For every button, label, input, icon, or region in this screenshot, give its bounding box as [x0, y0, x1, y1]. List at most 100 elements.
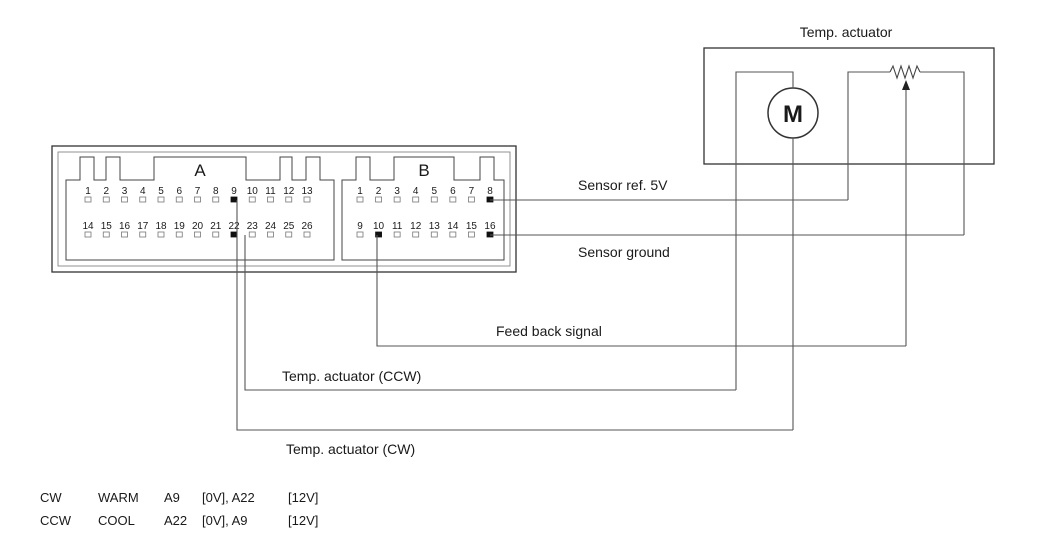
label-sensor-ground: Sensor ground	[578, 244, 670, 260]
pin-terminal	[175, 231, 183, 238]
pin-terminal	[449, 196, 457, 203]
legend-direction: CCW	[40, 513, 72, 528]
pin-terminal	[468, 196, 475, 203]
pin-terminal	[121, 231, 128, 238]
pin-terminal	[139, 231, 147, 238]
pin-number: 3	[122, 186, 128, 197]
pin-terminal	[430, 196, 438, 203]
connector-b-label: B	[418, 161, 429, 180]
pin-terminal	[267, 196, 274, 203]
pin-terminal	[375, 196, 382, 203]
pin-number: 10	[373, 221, 385, 232]
pin-number: 4	[140, 186, 146, 197]
actuator-title: Temp. actuator	[800, 24, 893, 40]
pin-number: 20	[192, 221, 204, 232]
pin-terminal	[412, 231, 420, 238]
pin-number: 6	[176, 186, 182, 197]
pin-number: 16	[119, 221, 131, 232]
pin-number: 1	[85, 186, 91, 197]
pin-terminal	[102, 231, 110, 238]
pin-terminal	[248, 231, 256, 238]
potentiometer-icon	[847, 64, 965, 346]
pin-number: 13	[429, 221, 441, 232]
pin-number: 8	[213, 186, 219, 197]
pin-terminal	[449, 231, 457, 238]
pin-terminal	[356, 196, 364, 203]
legend-voltage: [12V]	[288, 490, 318, 505]
legend-pin: A9	[164, 490, 180, 505]
pin-terminal	[412, 196, 420, 203]
pin-terminal	[212, 196, 220, 203]
pin-number: 17	[137, 221, 149, 232]
pin-terminal-used	[230, 196, 238, 203]
pin-terminal	[194, 231, 201, 238]
pin-terminal	[121, 196, 128, 203]
pin-terminal-used	[375, 231, 382, 238]
pin-number: 24	[265, 221, 277, 232]
pin-number: 2	[376, 186, 382, 197]
legend-row: CW WARM A9 [0V], A22 [12V]	[40, 490, 318, 505]
connector-a	[51, 145, 517, 273]
pin-terminal	[303, 196, 311, 203]
pin-number: 26	[301, 221, 313, 232]
pin-terminal	[267, 231, 274, 238]
pin-number: 23	[247, 221, 259, 232]
pin-number: 12	[283, 186, 295, 197]
pin-terminal	[393, 231, 401, 238]
pin-number: 2	[103, 186, 109, 197]
pin-number: 14	[447, 221, 459, 232]
pin-number: 13	[301, 186, 313, 197]
pin-terminal	[139, 196, 147, 203]
pin-number: 4	[413, 186, 419, 197]
pin-number: 1	[357, 186, 363, 197]
legend-table: CW WARM A9 [0V], A22 [12V] CCW COOL A22 …	[40, 490, 318, 528]
legend-voltage-pair: [0V], A9	[202, 513, 248, 528]
pin-terminal	[248, 196, 256, 203]
pin-terminal	[84, 231, 92, 238]
motor-ccw-lead	[735, 71, 794, 390]
pin-number: 15	[466, 221, 478, 232]
pin-number: 18	[155, 221, 167, 232]
pin-terminal	[430, 231, 438, 238]
legend-mode: COOL	[98, 513, 135, 528]
pin-terminal	[212, 231, 220, 238]
actuator-housing	[703, 47, 995, 165]
pin-terminal	[285, 196, 293, 203]
pin-number: 11	[392, 221, 403, 232]
pin-number: 10	[247, 186, 259, 197]
pin-number: 22	[228, 221, 240, 232]
pin-number: 9	[231, 186, 237, 197]
pin-terminal	[468, 231, 475, 238]
label-feedback: Feed back signal	[496, 323, 602, 339]
pin-terminal	[285, 231, 293, 238]
pin-terminal	[356, 231, 364, 238]
pin-number: 5	[431, 186, 437, 197]
legend-voltage: [12V]	[288, 513, 318, 528]
pin-terminal	[157, 231, 165, 238]
legend-mode: WARM	[98, 490, 139, 505]
pin-number: 3	[394, 186, 400, 197]
pin-terminal	[303, 231, 311, 238]
pin-number: 7	[469, 186, 475, 197]
pin-number: 15	[101, 221, 113, 232]
pin-number: 9	[357, 221, 363, 232]
pin-number: 5	[158, 186, 164, 197]
pin-number: 14	[82, 221, 94, 232]
label-sensor-ref: Sensor ref. 5V	[578, 177, 668, 193]
label-cw: Temp. actuator (CW)	[286, 441, 415, 457]
pin-number: 6	[450, 186, 456, 197]
legend-voltage-pair: [0V], A22	[202, 490, 255, 505]
pin-terminal	[102, 196, 110, 203]
pin-number: 16	[484, 221, 496, 232]
wire-feedback	[376, 235, 906, 347]
legend-pin: A22	[164, 513, 187, 528]
pin-number: 7	[195, 186, 201, 197]
pin-number: 19	[174, 221, 186, 232]
pin-terminal-used	[230, 231, 238, 238]
legend-direction: CW	[40, 490, 62, 505]
motor-label: M	[783, 101, 803, 128]
wire-ccw	[244, 235, 736, 391]
